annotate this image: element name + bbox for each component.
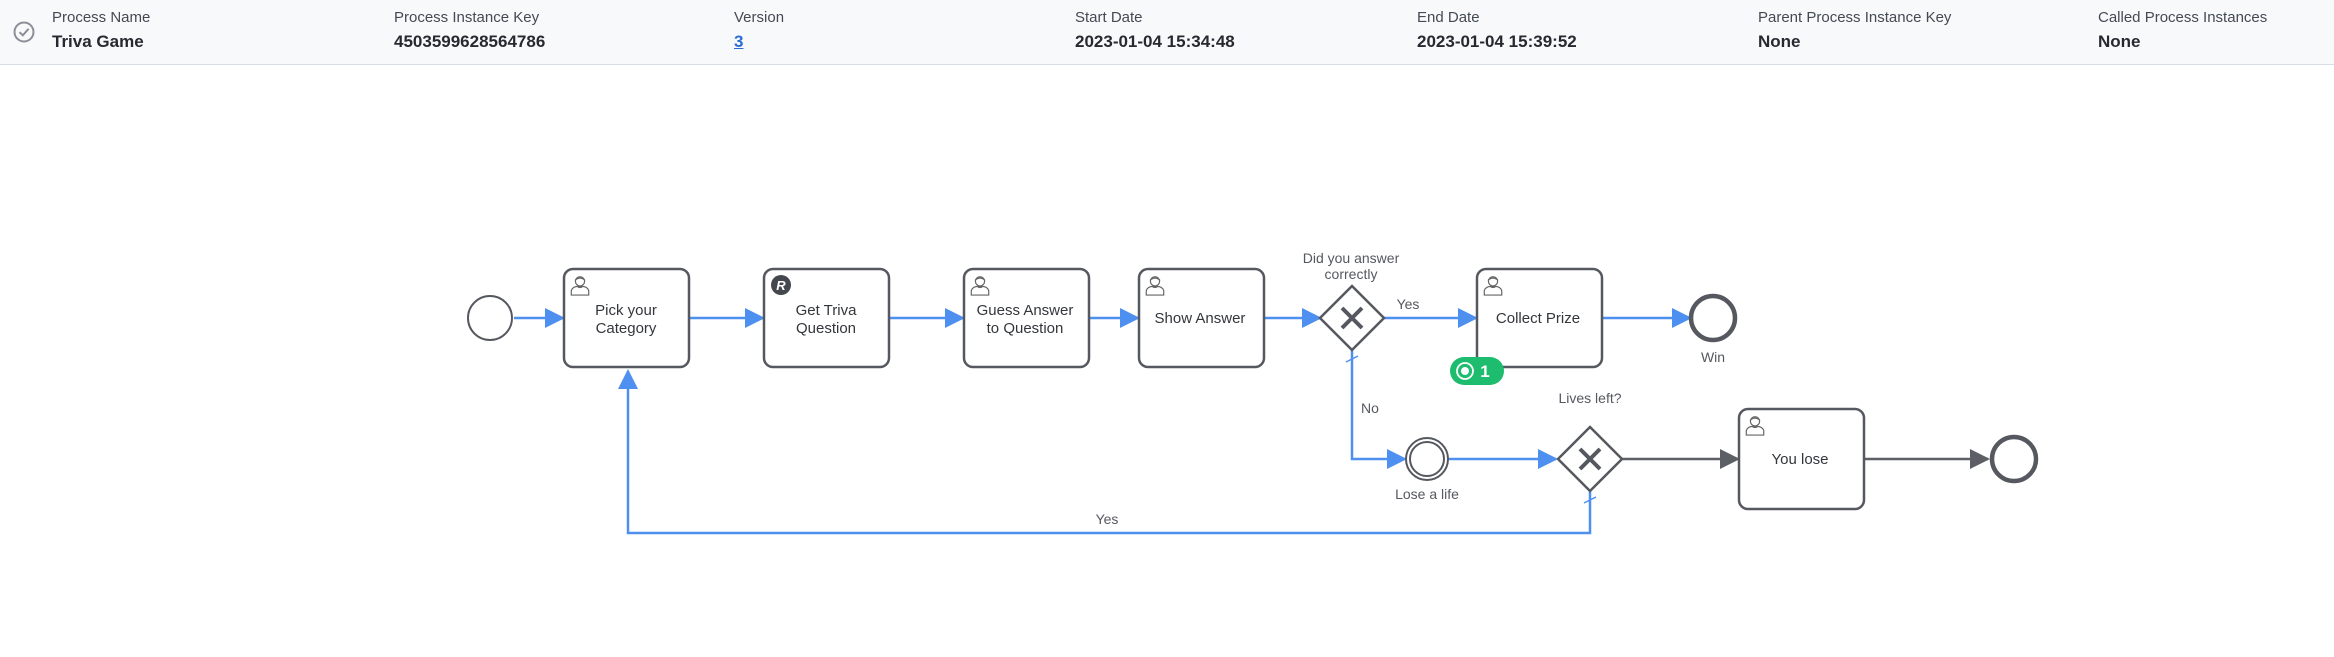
start-date-label: Start Date <box>1075 9 1143 26</box>
rule-task-icon <box>771 275 791 295</box>
task-label-line2: to Question <box>987 320 1064 337</box>
process-instance-key-label: Process Instance Key <box>394 9 540 26</box>
bpmn-diagram[interactable]: Pick your Category R Get Triva Question … <box>0 65 2334 652</box>
user-task-icon <box>569 274 591 296</box>
process-name-value: Triva Game <box>52 32 144 51</box>
start-date-field: Start Date 2023-01-04 15:34:48 <box>1075 9 1235 53</box>
task-guess-answer[interactable]: Guess Answer to Question <box>962 267 1091 369</box>
version-link[interactable]: 3 <box>734 32 744 51</box>
task-label-line2: Category <box>596 320 657 337</box>
user-task-icon <box>969 274 991 296</box>
check-circle-icon <box>13 21 35 43</box>
task-label-line1: Get Triva <box>796 302 858 319</box>
flow-label-no: No <box>1361 400 1379 416</box>
task-get-trivia-question[interactable]: R Get Triva Question <box>762 267 891 369</box>
start-date-value: 2023-01-04 15:34:48 <box>1075 32 1235 51</box>
flow-label-yes: Yes <box>1397 296 1420 312</box>
task-label-line2: Question <box>796 320 856 337</box>
parent-instance-key-value: None <box>1758 32 1801 51</box>
gateway-label-line2: correctly <box>1325 266 1378 282</box>
task-collect-prize[interactable]: Collect Prize <box>1475 267 1604 369</box>
process-name-label: Process Name <box>52 9 151 26</box>
end-event-win[interactable] <box>1688 293 1738 343</box>
gateway-lives-label: Lives left? <box>1558 390 1621 406</box>
user-task-icon <box>1144 274 1166 296</box>
task-show-answer[interactable]: Show Answer <box>1137 267 1266 369</box>
called-instances-label: Called Process Instances <box>2098 9 2268 26</box>
token-icon <box>1456 362 1474 380</box>
svg-text:R: R <box>776 278 786 293</box>
called-instances-value: None <box>2098 32 2141 51</box>
flow-lives-yes-loop <box>618 369 1592 535</box>
intermediate-event-lose-life[interactable] <box>1405 437 1449 481</box>
version-label: Version <box>734 9 785 26</box>
flow-gateway-no <box>1350 350 1407 469</box>
process-instance-key-value: 4503599628564786 <box>394 32 546 51</box>
task-label-line1: Guess Answer <box>977 302 1074 319</box>
task-you-lose[interactable]: You lose <box>1737 407 1866 511</box>
process-name-field: Process Name Triva Game <box>52 9 150 53</box>
version-field: Version 3 <box>734 9 784 53</box>
task-pick-category[interactable]: Pick your Category <box>562 267 691 369</box>
end-date-field: End Date 2023-01-04 15:39:52 <box>1417 9 1577 53</box>
end-date-label: End Date <box>1417 9 1480 26</box>
gateway-lives-left[interactable] <box>1556 425 1624 493</box>
task-label-line1: Pick your <box>595 302 657 319</box>
badge-count: 1 <box>1480 362 1489 381</box>
user-task-icon <box>1482 274 1504 296</box>
end-event-win-label: Win <box>1701 349 1725 365</box>
task-label: Collect Prize <box>1496 310 1580 327</box>
process-instance-header: Process Name Triva Game Process Instance… <box>0 0 2334 65</box>
parent-instance-key-field: Parent Process Instance Key None <box>1758 9 1951 53</box>
start-event[interactable] <box>467 295 513 341</box>
end-event-lose[interactable] <box>1989 434 2039 484</box>
process-instance-key-field: Process Instance Key 4503599628564786 <box>394 9 545 53</box>
sequence-flows <box>514 308 1990 535</box>
task-label: You lose <box>1772 451 1829 468</box>
flow-label-yes-loop: Yes <box>1096 511 1119 527</box>
bpmn-diagram-canvas[interactable]: Pick your Category R Get Triva Question … <box>0 65 2334 652</box>
lose-life-label: Lose a life <box>1395 486 1459 502</box>
instance-count-badge[interactable]: 1 <box>1450 357 1504 385</box>
task-label: Show Answer <box>1155 310 1246 327</box>
gateway-label-line1: Did you answer <box>1303 250 1400 266</box>
gateway-answered-correctly[interactable] <box>1318 284 1386 352</box>
end-date-value: 2023-01-04 15:39:52 <box>1417 32 1577 51</box>
parent-instance-key-label: Parent Process Instance Key <box>1758 9 1952 26</box>
called-instances-field: Called Process Instances None <box>2098 9 2267 53</box>
user-task-icon <box>1744 414 1766 436</box>
